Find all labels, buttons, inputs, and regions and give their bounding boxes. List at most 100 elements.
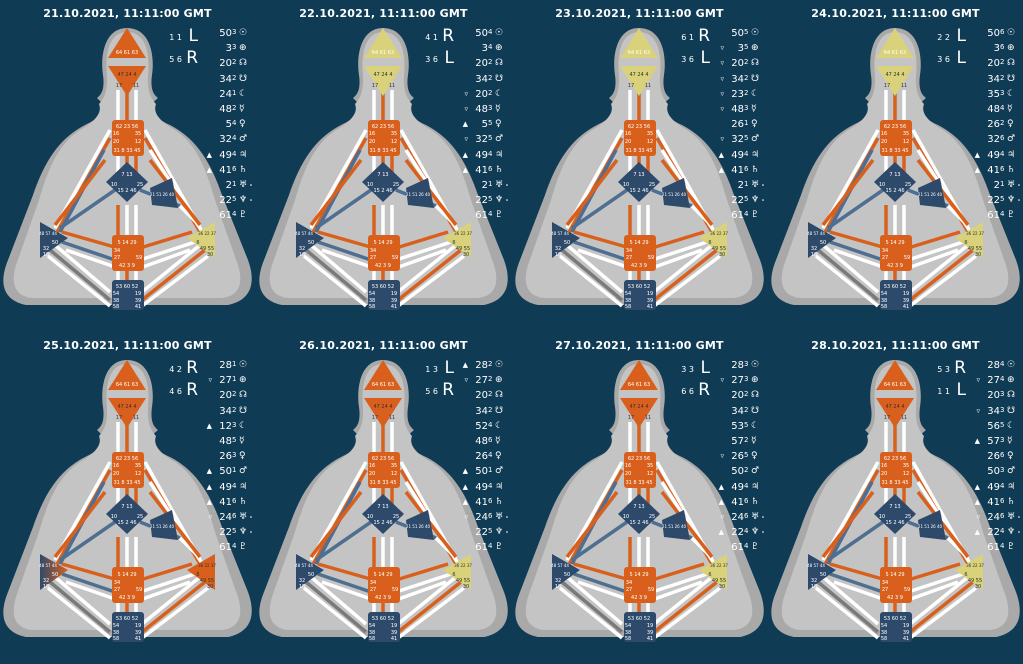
planet-symbol-icon: ♄ [495,164,504,175]
solar-gates: 36 22 37 [966,231,984,236]
planet-symbol-icon: ♇ [239,542,248,553]
channel-line [139,562,193,582]
spleen-gate: 18 [43,252,49,258]
throat-gate: 20 [113,139,119,145]
spleen-gate: 32 [811,578,817,584]
planet-symbol-icon: ☾ [1007,88,1016,99]
root-gate: 41 [903,636,909,642]
channel-line [396,586,466,640]
heart-center [662,178,690,208]
channel-line [821,243,880,294]
planet-symbol-icon: ♃ [751,481,760,492]
solar-gate: 30 [719,252,725,258]
planet-symbol-icon: ♅ [1007,511,1016,522]
g-gate: 10 [623,182,629,188]
planet-gate: 48 [219,103,232,115]
head-gates: 64 61 63 [116,382,138,388]
channel-line [395,572,452,594]
planet-gate: 34 [475,73,488,85]
channel-line [565,158,619,227]
root-gate: 58 [369,304,375,310]
ajna-gates: 47 24 4 [117,404,136,410]
sacral-gate: 59 [904,255,910,261]
arrow-direction: R [186,48,198,68]
planet-dot: ∘ [249,197,253,205]
planet-symbol-icon: ♃ [239,481,248,492]
heart-center [406,178,434,208]
root-gate: 38 [113,630,119,636]
root-gate: 38 [369,298,375,304]
fixing-triangle: ▲ [974,528,980,537]
fixing-triangle: ▲ [462,482,468,491]
planet-symbol-icon: ☋ [751,73,759,84]
channel-line [573,240,628,262]
g-gate: 10 [367,514,373,520]
channel-line [59,520,116,562]
heart-gates: 21 51 26 40 [918,192,943,197]
sacral-gate: 59 [392,255,398,261]
g-gate: 10 [879,182,885,188]
planet-line: 3 [232,43,237,52]
root-gate: 54 [113,623,119,629]
planet-gate: 34 [219,405,232,417]
channel-line [829,562,887,582]
heart-center [662,510,690,540]
channel-line [829,240,884,262]
planet-symbol-icon: ♀ [751,119,758,130]
root-gate: 19 [647,291,653,297]
spleen-gate: 18 [811,584,817,590]
g-center [618,494,660,534]
sacral-gate: 27 [370,587,376,593]
sacral-gate: 59 [648,255,654,261]
arrow-direction: L [188,26,198,46]
channel-line [651,248,703,270]
heart-center [918,510,946,540]
chart-date: 27.10.2021, 11:11:00 GMT [555,339,724,352]
root-gate: 54 [625,623,631,629]
planet-gate: 28 [219,360,232,371]
planet-symbol-icon: ♇ [1007,210,1016,221]
planet-symbol-icon: ♅ [751,179,760,190]
g-gate: 10 [879,514,885,520]
channel-line [53,490,107,559]
root-gate: 19 [391,291,397,297]
planet-line: 2 [488,73,493,82]
ajna-gates: 47 24 4 [885,404,904,410]
chart-date: 22.10.2021, 11:11:00 GMT [299,7,468,20]
planet-line: 2 [488,58,493,67]
planet-gate: 3 [225,43,232,55]
planet-gate: 34 [219,73,232,85]
planet-gate: 26 [987,119,1000,131]
planet-dot: ∘ [249,529,253,537]
planet-gate: 50 [987,466,1000,478]
throat-gate: 16 [625,463,631,469]
planet-symbol-icon: ♀ [239,119,246,130]
throat-gate: 31 8 33 45 [113,480,140,486]
root-gate: 58 [881,636,887,642]
ajna-gate-r: 11 [901,83,907,89]
g-gate: 25 [905,514,911,520]
planet-symbol-icon: ☋ [239,73,247,84]
spleen-center [40,554,68,590]
channel-line [829,572,884,594]
planet-symbol-icon: ♄ [751,496,760,507]
throat-gate: 31 8 33 45 [625,148,652,154]
planet-gate: 20 [475,390,488,402]
planet-line: 4 [232,134,237,143]
fixing-triangle: ▿ [464,89,468,98]
planet-symbol-icon: ♆ [1007,195,1016,206]
spleen-gate: 50 [52,572,58,578]
arrow-numbers: 4 1 [425,33,438,42]
g-gate: 10 [111,514,117,520]
